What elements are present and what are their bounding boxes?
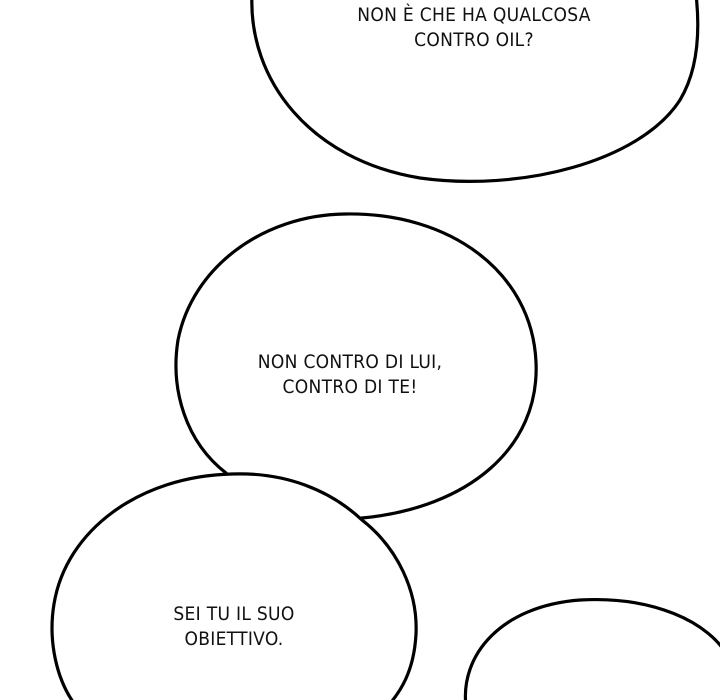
speech-bubble-bottom-left-line-1: SEI TU IL SUO	[173, 603, 294, 625]
speech-bubble-middle-line-1: NON CONTRO DI LUI,	[258, 351, 442, 373]
speech-bubble-top-line-2: CONTRO OIL?	[414, 29, 534, 51]
speech-bubble-bottom-left-outline	[50, 472, 418, 700]
speech-bubble-top-outline	[250, 0, 700, 183]
speech-bubble-bottom-right-outline	[463, 597, 720, 700]
speech-bubble-bottom-left: SEI TU IL SUO OBIETTIVO.	[50, 472, 418, 700]
speech-bubble-middle: NON CONTRO DI LUI, CONTRO DI TE!	[174, 212, 538, 521]
speech-bubble-top: NON È CHE HA QUALCOSA CONTRO OIL?	[250, 0, 700, 183]
speech-bubble-top-line-1: NON È CHE HA QUALCOSA	[357, 3, 590, 26]
speech-bubble-bottom-left-line-2: OBIETTIVO.	[184, 628, 283, 650]
speech-bubble-bottom-right	[463, 597, 720, 700]
speech-bubble-middle-line-2: CONTRO DI TE!	[283, 376, 418, 398]
